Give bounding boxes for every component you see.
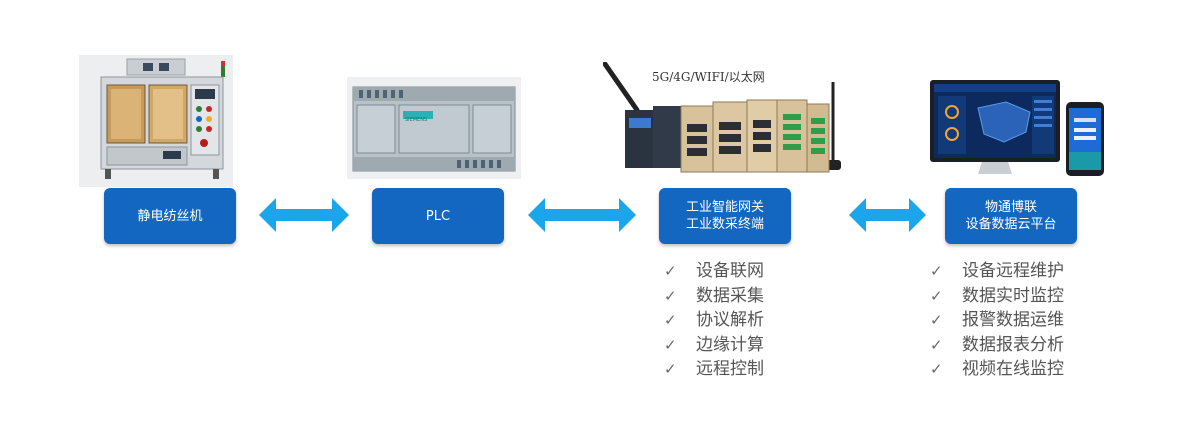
double-arrow-plc-gateway [528,198,636,232]
cloud-feature-list: ✓设备远程维护 ✓数据实时监控 ✓报警数据运维 ✓数据报表分析 ✓视频在线监控 [930,259,1064,382]
checkmark-icon: ✓ [664,335,677,354]
cloud-node: 物通博联 设备数据云平台 [945,188,1077,244]
gateway-node-line1: 工业智能网关 [685,200,764,215]
checkmark-icon: ✓ [930,262,943,280]
checkmark-icon: ✓ [930,286,943,305]
plc-node: PLC [372,188,504,244]
spinner-node-label: 静电纺丝机 [137,208,203,224]
electrospinning-machine-image [79,55,233,187]
checkmark-icon: ✓ [930,360,943,378]
list-item: ✓数据报表分析 [930,333,1064,358]
list-item: ✓数据实时监控 [930,284,1064,309]
list-item: ✓远程控制 [664,357,764,382]
network-types-label: 5G/4G/WIFI/以太网 [652,70,765,84]
checkmark-icon: ✓ [930,335,943,354]
gateway-devices-image [603,62,846,178]
spinner-node: 静电纺丝机 [104,188,236,244]
plc-image: SIEMENS [347,77,521,179]
double-arrow-spinner-plc [259,198,349,232]
gateway-node: 工业智能网关 工业数采终端 [659,188,791,244]
list-item: ✓数据采集 [664,284,764,309]
list-item: ✓报警数据运维 [930,308,1064,333]
list-item: ✓设备远程维护 [930,259,1064,284]
checkmark-icon: ✓ [664,262,677,280]
plc-brand-text: SIEMENS [405,117,428,123]
list-item: ✓协议解析 [664,308,764,333]
plc-node-label: PLC [425,208,451,224]
checkmark-icon: ✓ [664,311,677,329]
cloud-node-line1: 物通博联 [984,200,1037,215]
double-arrow-gateway-cloud [849,198,926,232]
checkmark-icon: ✓ [664,360,677,378]
gateway-node-line2: 工业数采终端 [685,217,764,232]
list-item: ✓设备联网 [664,259,764,284]
list-item: ✓边缘计算 [664,333,764,358]
list-item: ✓视频在线监控 [930,357,1064,382]
checkmark-icon: ✓ [664,286,677,305]
cloud-platform-image [926,78,1106,178]
gateway-feature-list: ✓设备联网 ✓数据采集 ✓协议解析 ✓边缘计算 ✓远程控制 [664,259,764,382]
checkmark-icon: ✓ [930,311,943,329]
cloud-node-line2: 设备数据云平台 [965,217,1057,232]
